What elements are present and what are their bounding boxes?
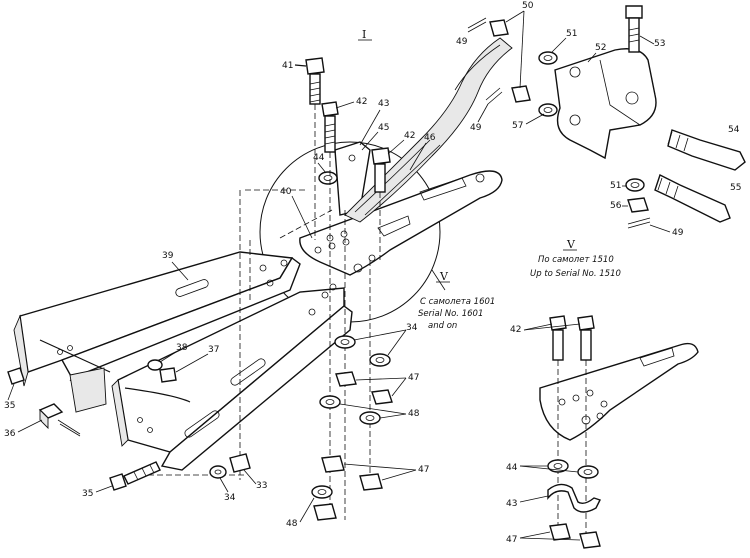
washers-50-51-57 xyxy=(489,19,558,117)
label-48-lower: 48 xyxy=(286,519,298,529)
bolt-53 xyxy=(625,5,643,53)
label-50: 50 xyxy=(522,1,534,11)
bolt-54 xyxy=(667,129,746,171)
label-45: 45 xyxy=(378,123,389,133)
label-36: 36 xyxy=(4,429,16,439)
detail-caption-ru: По самолет 1510 xyxy=(538,255,614,265)
label-47-detail: 47 xyxy=(506,535,517,545)
callout-leader xyxy=(431,269,446,291)
label-55: 55 xyxy=(730,183,741,193)
label-42-detail: 42 xyxy=(510,325,521,335)
label-56: 56 xyxy=(610,201,622,211)
detail-caption-en: Up to Serial No. 1510 xyxy=(530,269,621,279)
label-47-main: 47 xyxy=(408,373,419,383)
view-label-main: I xyxy=(362,28,366,41)
label-47-lower: 47 xyxy=(418,465,429,475)
washer-34-nut-33 xyxy=(209,453,251,479)
label-34-main: 34 xyxy=(406,323,418,333)
detail-washers-44 xyxy=(547,459,599,479)
label-44-detail: 44 xyxy=(506,463,518,473)
label-44: 44 xyxy=(313,153,325,163)
tab-45 xyxy=(334,141,371,216)
label-49-top: 49 xyxy=(456,37,468,47)
label-52: 52 xyxy=(595,43,606,53)
label-40: 40 xyxy=(280,187,292,197)
braided-strap-46 xyxy=(344,37,513,223)
label-35-lower: 35 xyxy=(82,489,93,499)
label-51-top: 51 xyxy=(566,29,577,39)
label-35-upper: 35 xyxy=(4,401,15,411)
label-53: 53 xyxy=(654,39,665,49)
label-39: 39 xyxy=(162,251,174,261)
detail-nuts-47 xyxy=(549,523,601,549)
part-labels: 41 42 43 45 42 46 44 40 39 49 50 51 52 5… xyxy=(4,1,741,545)
callout-caption-en: Serial No. 1601 xyxy=(418,309,483,319)
label-49-right: 49 xyxy=(672,228,684,238)
label-33: 33 xyxy=(256,481,267,491)
assembly-line-10 xyxy=(279,209,333,239)
label-46: 46 xyxy=(424,133,436,143)
washer-38-nut-37 xyxy=(147,359,177,383)
bolt-55 xyxy=(654,174,731,223)
label-42-middle: 42 xyxy=(404,131,415,141)
label-43-detail: 43 xyxy=(506,499,517,509)
cotter-pin-49-mid xyxy=(485,87,503,105)
bracket-plate-40 xyxy=(299,170,503,276)
bolt-42-middle xyxy=(371,147,391,193)
label-49-mid: 49 xyxy=(470,123,482,133)
bolt-42-upper xyxy=(321,101,339,153)
bolt-35-lower xyxy=(109,461,161,491)
view-label-detail: V xyxy=(566,238,576,251)
label-48-main: 48 xyxy=(408,409,420,419)
label-57: 57 xyxy=(512,121,523,131)
cotter-pin-49-right xyxy=(627,217,651,229)
bracket-52 xyxy=(554,48,657,160)
label-37: 37 xyxy=(208,345,219,355)
bracket-lower xyxy=(111,283,353,471)
label-34-lower: 34 xyxy=(224,493,236,503)
callout-caption-en2: and on xyxy=(428,321,457,331)
detail-bolts-42 xyxy=(549,315,595,361)
bolt-41 xyxy=(294,57,325,105)
label-43: 43 xyxy=(378,99,389,109)
bolt-35-upper xyxy=(7,367,25,385)
block-36 xyxy=(38,403,81,437)
label-51: 51 xyxy=(610,181,621,191)
view-label-callout: V xyxy=(439,270,449,283)
washer-stack-main xyxy=(311,335,393,521)
washer-51-nut-56 xyxy=(625,178,649,213)
detail-clip-43 xyxy=(547,483,601,513)
label-54: 54 xyxy=(728,125,740,135)
cotter-pin-49-top xyxy=(467,17,487,33)
detail-view-bracket xyxy=(539,342,699,441)
label-42: 42 xyxy=(356,97,367,107)
callout-caption-ru: С самолета 1601 xyxy=(420,297,495,307)
label-41: 41 xyxy=(282,61,293,71)
nut-44 xyxy=(318,171,338,185)
label-38: 38 xyxy=(176,343,188,353)
